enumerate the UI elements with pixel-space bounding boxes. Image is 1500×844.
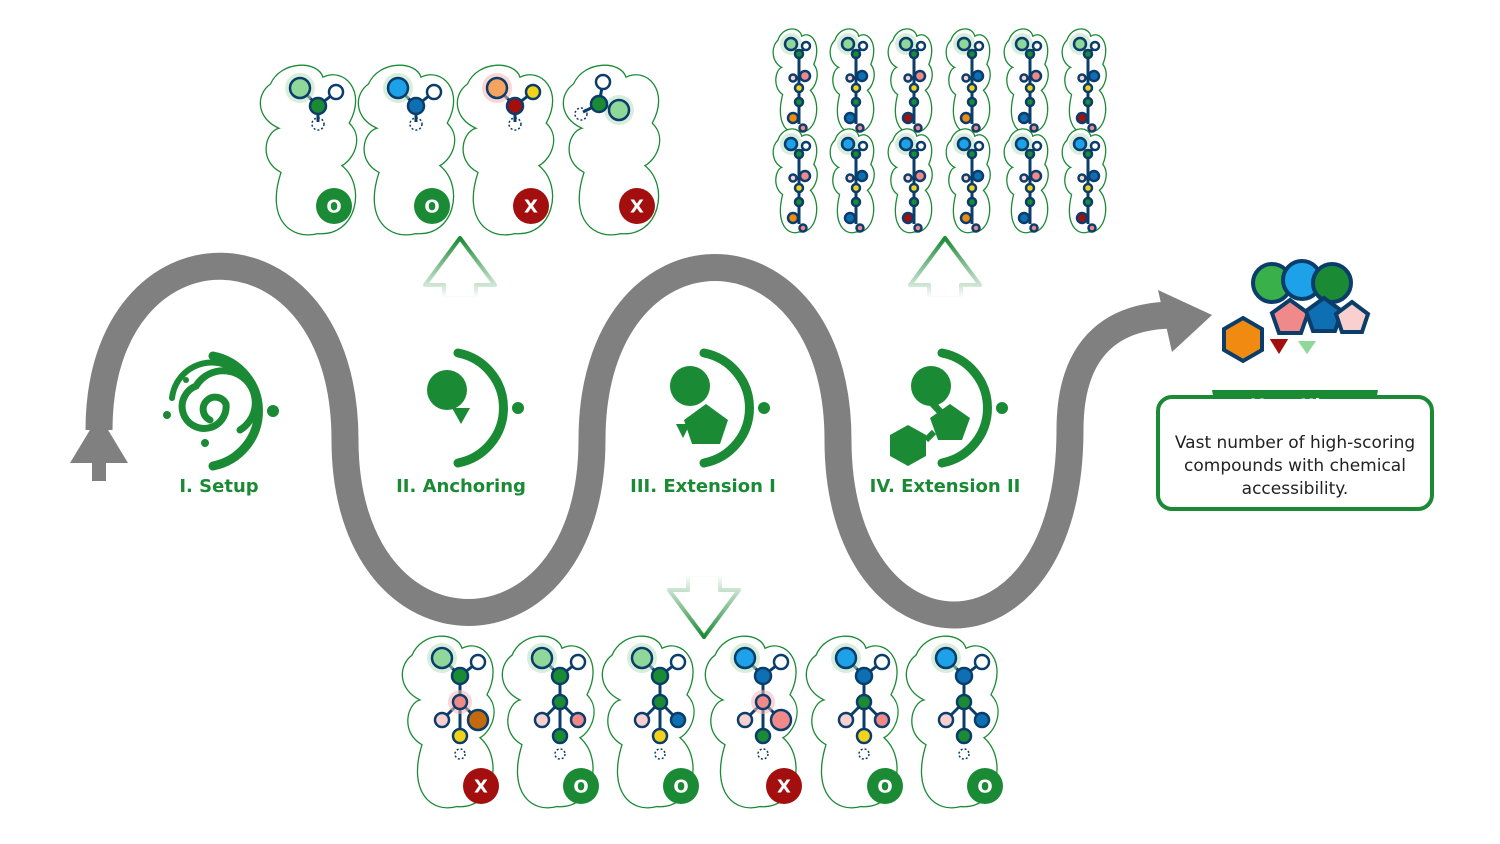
extension2-pose [887,28,933,134]
verdict-badge: X [513,188,549,224]
extension1-pose: X [704,635,802,809]
extension1-pose: O [501,635,599,809]
extension2-pose [1003,128,1049,234]
extension1-pose: O [805,635,903,809]
extension2-pose [887,128,933,234]
verdict-badge: O [867,768,903,804]
extension2-poses [772,28,1107,234]
svg-text:O: O [424,197,439,218]
stage-label-extension1: III. Extension I [630,476,776,497]
stage-label-extension2: IV. Extension II [869,476,1021,497]
hits-title: Your Hits [1251,396,1339,416]
stage-label-setup: I. Setup [179,476,259,497]
extension2-pose [945,128,991,234]
verdict-badge: X [619,188,655,224]
verdict-badge: O [663,768,699,804]
extension2-pose [829,128,875,234]
svg-text:X: X [777,777,791,798]
anchoring-pose: O [259,64,358,236]
verdict-badge: O [414,188,450,224]
svg-text:X: X [474,777,488,798]
stage-label-anchoring: II. Anchoring [396,476,526,497]
svg-text:O: O [673,777,688,798]
extension2-pose [1061,128,1107,234]
setup-spiral-icon [163,351,279,471]
circle-pentagon-hexagon-icon [890,348,1008,468]
verdict-badge: X [766,768,802,804]
extension1-pose: O [601,635,699,809]
circle-pentagon-icon [670,348,770,468]
flow-start-arrow-icon [70,415,128,481]
hits-compounds-icon [1222,259,1371,364]
verdict-badge: O [316,188,352,224]
anchoring-pose: X [562,64,661,236]
anchoring-up-arrow-icon [423,236,497,300]
svg-text:O: O [977,777,992,798]
extension1-down-arrow-icon [667,573,741,639]
svg-text:O: O [877,777,892,798]
extension2-pose [1003,28,1049,134]
svg-text:X: X [524,197,538,218]
anchoring-pose: O [357,64,456,236]
hits-panel [1156,395,1434,511]
svg-text:X: X [630,197,644,218]
verdict-badge: O [967,768,1003,804]
flow-end-arrow-icon [1158,290,1212,352]
extension2-pose [772,128,818,234]
anchor-circle-icon [427,348,524,468]
extension2-pose [1061,28,1107,134]
extension2-pose [829,28,875,134]
hits-description: Vast number of high-scoring compounds wi… [1174,433,1416,499]
extension1-pose: X [401,635,499,809]
extension2-pose [945,28,991,134]
verdict-badge: X [463,768,499,804]
svg-text:O: O [573,777,588,798]
extension2-up-arrow-icon [908,236,982,300]
verdict-badge: O [563,768,599,804]
extension2-pose [772,28,818,134]
extension1-pose: O [905,635,1003,809]
svg-text:O: O [326,197,341,218]
anchoring-pose: X [456,64,555,236]
flow-path [85,252,1176,629]
